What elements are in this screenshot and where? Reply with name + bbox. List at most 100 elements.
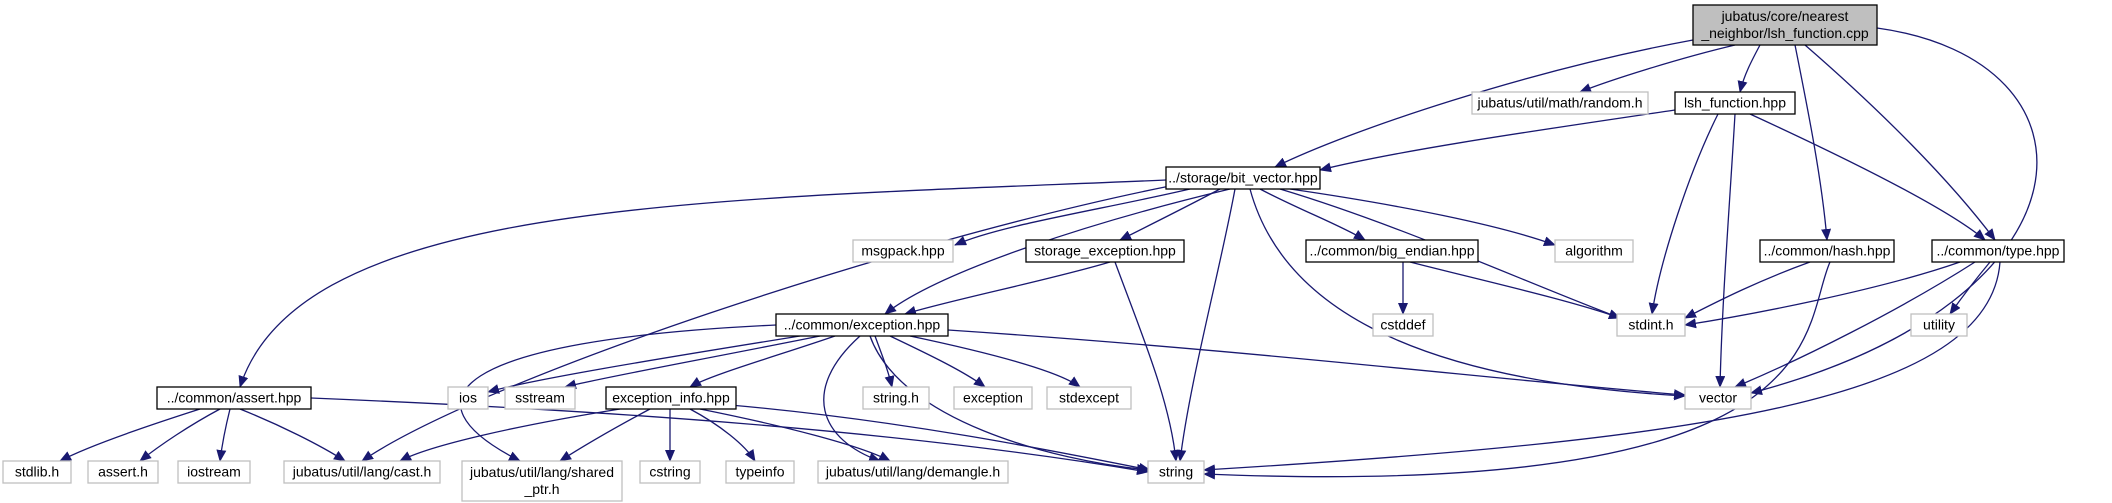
- edge-lsh_function_hpp-to-type_hpp: [1749, 113, 1986, 241]
- edge-exception_hpp-to-sstream: [564, 335, 821, 390]
- node-cstring: cstring: [639, 460, 701, 484]
- edge-exception_hpp-to-string: [869, 335, 1149, 474]
- edge-assert_hpp-to-stdlib_h: [59, 408, 201, 462]
- node-label: exception_info.hpp: [612, 390, 730, 406]
- node-box: [817, 460, 1009, 484]
- node-utility: utility: [1910, 313, 1968, 337]
- node-box: [1305, 239, 1479, 263]
- node-label: string.h: [873, 390, 919, 406]
- node-label: exception: [963, 390, 1023, 406]
- node-label: ../common/exception.hpp: [784, 317, 941, 333]
- node-exception-info-hpp[interactable]: exception_info.hpp: [605, 386, 737, 410]
- node-label: jubatus/util/lang/shared: [469, 464, 614, 480]
- node-msgpack-hpp: msgpack.hpp: [852, 239, 954, 263]
- node-label: ios: [459, 390, 477, 406]
- edge-bit_vector_hpp-to-assert_hpp: [238, 179, 1167, 388]
- node-label: ../storage/bit_vector.hpp: [1168, 170, 1318, 186]
- node-label: iostream: [187, 464, 241, 480]
- node-ios: ios: [447, 386, 489, 410]
- node-box: [639, 460, 701, 484]
- node-box: [1692, 4, 1878, 46]
- node-label: typeinfo: [735, 464, 784, 480]
- node-box: [1931, 239, 2065, 263]
- node-string: string: [1147, 460, 1205, 484]
- edge-storage_exception_hpp-to-exception_hpp: [904, 261, 1111, 316]
- node-box: [461, 460, 623, 502]
- edge-assert_hpp-to-string: [310, 397, 1149, 476]
- node-label: sstream: [515, 390, 565, 406]
- edge-exception_hpp-to-vector: [947, 329, 1686, 400]
- node-cast-h: jubatus/util/lang/cast.h: [283, 460, 441, 484]
- node-box: [605, 386, 737, 410]
- node-exception-hpp[interactable]: ../common/exception.hpp: [775, 313, 949, 337]
- node-label: utility: [1923, 317, 1955, 333]
- node-storage-exception-hpp[interactable]: storage_exception.hpp: [1025, 239, 1185, 263]
- node-stdint-h: stdint.h: [1616, 313, 1686, 337]
- edge-bit_vector_hpp-to-algorithm: [1289, 188, 1556, 246]
- node-box: [1910, 313, 1968, 337]
- edge-big_endian_hpp-to-stdint_h: [1409, 261, 1621, 319]
- edge-lsh_function_hpp-to-vector: [1715, 113, 1736, 388]
- node-random-h: jubatus/util/math/random.h: [1471, 91, 1649, 115]
- node-label: jubatus/util/math/random.h: [1477, 95, 1643, 111]
- edge-bit_vector_hpp-to-cast_h: [361, 185, 1171, 462]
- node-vector: vector: [1684, 386, 1752, 410]
- node-label: jubatus/util/lang/cast.h: [292, 464, 432, 480]
- node-typeinfo: typeinfo: [725, 460, 795, 484]
- node-iostream: iostream: [177, 460, 251, 484]
- node-lsh-function-hpp[interactable]: lsh_function.hpp: [1674, 91, 1796, 115]
- node-box: [1165, 166, 1321, 190]
- node-box: [2, 460, 72, 484]
- node-label: lsh_function.hpp: [1684, 95, 1786, 111]
- edge-root-to-lsh_function_hpp: [1737, 44, 1761, 93]
- node-label: storage_exception.hpp: [1034, 243, 1176, 259]
- node-box: [156, 386, 312, 410]
- node-label: ../common/type.hpp: [1937, 243, 2060, 259]
- edge-bit_vector_hpp-to-big_endian_hpp: [1259, 188, 1366, 241]
- edge-bit_vector_hpp-to-string: [1176, 188, 1236, 462]
- node-label: jubatus/util/lang/demangle.h: [825, 464, 1000, 480]
- node-type-hpp[interactable]: ../common/type.hpp: [1931, 239, 2065, 263]
- node-stdexcept: stdexcept: [1046, 386, 1132, 410]
- edge-hash_hpp-to-stdint_h: [1684, 261, 1811, 319]
- edge-exception_hpp-to-ios: [487, 335, 801, 394]
- edge-exception_hpp-to-exception_info_hpp: [689, 335, 836, 388]
- node-label: ../common/hash.hpp: [1764, 243, 1891, 259]
- edge-exception_info_hpp-to-cast_h: [399, 408, 621, 462]
- edges-layer: [59, 27, 2038, 480]
- edge-exception_info_hpp-to-typeinfo: [689, 408, 756, 462]
- node-bit-vector-hpp[interactable]: ../storage/bit_vector.hpp: [1165, 166, 1321, 190]
- node-big-endian-hpp[interactable]: ../common/big_endian.hpp: [1305, 239, 1479, 263]
- node-box: [862, 386, 930, 410]
- node-box: [1147, 460, 1205, 484]
- node-root[interactable]: jubatus/core/nearest_neighbor/lsh_functi…: [1692, 4, 1878, 46]
- node-exception: exception: [953, 386, 1033, 410]
- edge-type_hpp-to-utility: [1949, 261, 1991, 315]
- edge-exception_info_hpp-to-demangle_h: [699, 408, 891, 462]
- node-box: [1554, 239, 1634, 263]
- node-label: stdint.h: [1628, 317, 1673, 333]
- node-label: ../common/big_endian.hpp: [1310, 243, 1475, 259]
- node-label: cstddef: [1380, 317, 1425, 333]
- node-stdlib-h: stdlib.h: [2, 460, 72, 484]
- node-label: algorithm: [1565, 243, 1623, 259]
- node-box: [283, 460, 441, 484]
- edge-root-to-random_h: [1579, 44, 1736, 93]
- node-box: [953, 386, 1033, 410]
- edge-exception_info_hpp-to-string: [729, 404, 1151, 473]
- edge-type_hpp-to-string: [1203, 261, 2001, 475]
- edge-root-to-vector: [1750, 27, 2038, 396]
- edge-hash_hpp-to-string: [1203, 261, 1831, 480]
- edge-exception_hpp-to-demangle_h: [823, 335, 881, 463]
- edge-type_hpp-to-vector: [1734, 261, 1976, 388]
- node-box: [725, 460, 795, 484]
- edge-exception_hpp-to-exception: [889, 335, 986, 388]
- node-box: [775, 313, 949, 337]
- node-label: string: [1159, 464, 1193, 480]
- node-box: [1046, 386, 1132, 410]
- node-hash-hpp[interactable]: ../common/hash.hpp: [1759, 239, 1895, 263]
- node-assert-hpp[interactable]: ../common/assert.hpp: [156, 386, 312, 410]
- node-label: vector: [1699, 390, 1737, 406]
- node-label: assert.h: [98, 464, 148, 480]
- node-box: [1759, 239, 1895, 263]
